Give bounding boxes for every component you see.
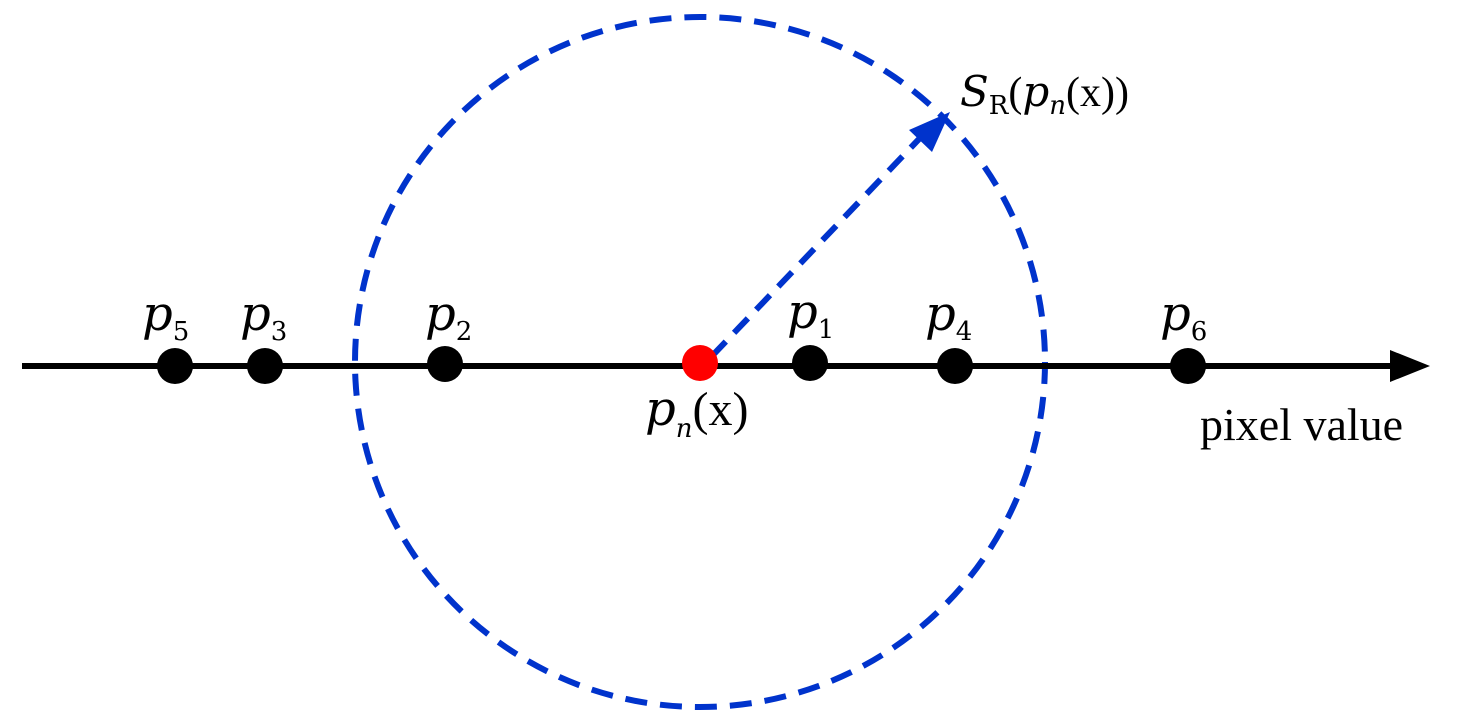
radius-arrow	[709, 135, 923, 359]
point-p2	[427, 346, 463, 382]
axis-arrow-icon	[1390, 350, 1430, 382]
label-p6: p6	[1160, 286, 1207, 347]
axis-label: pixel value	[1200, 399, 1403, 450]
point-p5	[157, 348, 193, 384]
point-p3	[247, 348, 283, 384]
label-p4: p4	[925, 286, 972, 347]
label-p1: p1	[787, 284, 834, 345]
center-point	[682, 345, 718, 381]
label-p2: p2	[425, 286, 472, 347]
point-p6	[1170, 348, 1206, 384]
point-p1	[792, 345, 828, 381]
neighborhood-circle	[352, 14, 1048, 710]
point-p4	[937, 348, 973, 384]
radius-arrowhead-icon	[909, 112, 950, 152]
label-p5: p5	[142, 286, 189, 347]
label-center-point: pn(x)	[645, 381, 748, 444]
label-p3: p3	[240, 286, 287, 347]
label-sphere: SR(pn(x))	[960, 67, 1129, 121]
